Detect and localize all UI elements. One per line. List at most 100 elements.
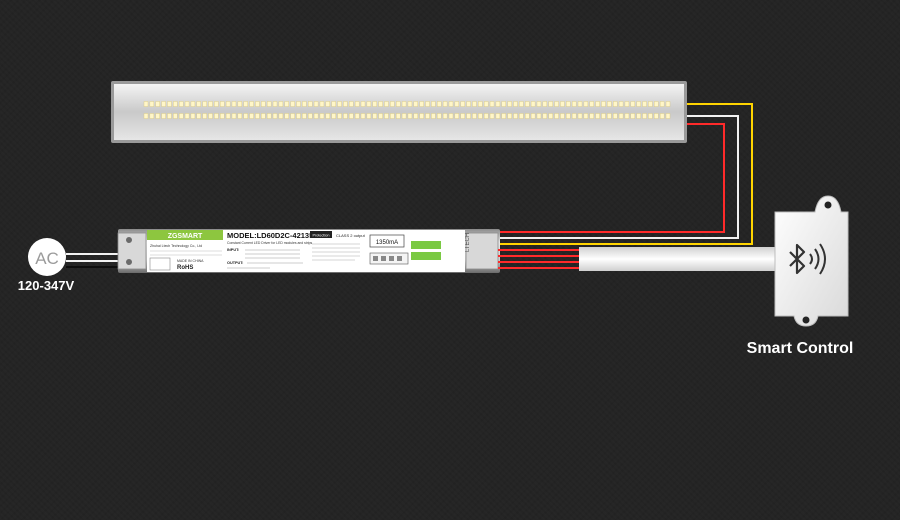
- led-chip: [155, 101, 160, 107]
- led-chip: [272, 101, 278, 107]
- led-chip: [202, 101, 207, 107]
- led-chip: [337, 113, 342, 119]
- led-chip: [173, 113, 178, 119]
- led-chip: [466, 101, 471, 107]
- led-chip: [225, 113, 231, 119]
- led-chip: [208, 101, 213, 107]
- led-chip: [261, 101, 266, 107]
- led-chip: [472, 101, 477, 107]
- led-chip: [601, 101, 606, 107]
- led-chip: [366, 113, 372, 119]
- led-chip: [401, 101, 407, 107]
- led-chip: [319, 113, 325, 119]
- dip-switches: [369, 252, 409, 265]
- led-chip: [460, 101, 465, 107]
- led-chip: [190, 101, 196, 107]
- led-chip: [349, 101, 354, 107]
- led-chip: [143, 101, 149, 107]
- led-chip: [290, 101, 295, 107]
- led-chip: [419, 101, 424, 107]
- led-chip: [366, 101, 372, 107]
- led-chip: [184, 113, 190, 119]
- led-chip: [243, 101, 248, 107]
- led-chip: [255, 101, 260, 107]
- led-chip: [425, 113, 430, 119]
- led-chip: [489, 113, 495, 119]
- led-chip: [266, 101, 272, 107]
- led-chip: [437, 101, 442, 107]
- led-chip: [542, 113, 548, 119]
- led-chip: [548, 113, 553, 119]
- bluetooth-icon: [789, 243, 826, 275]
- led-chip: [396, 101, 401, 107]
- led-chip: [595, 113, 600, 119]
- led-chip: [437, 113, 442, 119]
- led-chip: [466, 113, 471, 119]
- led-chip: [343, 113, 348, 119]
- wire-yellow: [498, 103, 753, 245]
- led-chip: [613, 101, 618, 107]
- led-chip: [331, 101, 336, 107]
- led-chip: [407, 101, 413, 107]
- led-chip: [419, 113, 424, 119]
- driver-origin: MADE IN CHINA: [177, 259, 204, 263]
- led-dots: [143, 101, 671, 119]
- led-chip: [525, 101, 530, 107]
- led-chip: [384, 113, 389, 119]
- led-chip: [372, 101, 377, 107]
- led-chip: [167, 101, 172, 107]
- led-chip: [560, 113, 565, 119]
- led-chip: [243, 113, 248, 119]
- led-chip: [308, 101, 313, 107]
- led-chip: [360, 101, 366, 107]
- led-chip: [636, 101, 641, 107]
- led-chip: [143, 113, 149, 119]
- led-chip: [384, 101, 389, 107]
- led-chip: [225, 101, 231, 107]
- led-chip: [196, 101, 201, 107]
- led-chip: [354, 113, 360, 119]
- led-chip: [595, 101, 600, 107]
- led-chip: [648, 113, 653, 119]
- led-chip: [613, 113, 618, 119]
- led-chip: [202, 113, 207, 119]
- current-value: 1350mA: [376, 240, 398, 246]
- smart-controller: [774, 195, 849, 327]
- led-chip: [261, 113, 266, 119]
- led-chip: [566, 101, 571, 107]
- led-chip: [501, 101, 506, 107]
- led-chip: [407, 113, 413, 119]
- driver-brand: ZGSMART: [168, 233, 203, 240]
- led-chip: [378, 101, 383, 107]
- led-chip: [284, 101, 289, 107]
- led-chip: [349, 113, 354, 119]
- led-chip: [372, 113, 377, 119]
- current-display: [369, 234, 405, 248]
- ac-symbol: AC: [35, 249, 59, 268]
- led-chip: [184, 101, 190, 107]
- led-chip: [536, 113, 542, 119]
- led-chip: [483, 101, 489, 107]
- led-chip: [190, 113, 196, 119]
- led-chip: [296, 113, 301, 119]
- led-chip: [161, 113, 166, 119]
- led-chip: [636, 113, 641, 119]
- led-chip: [654, 113, 659, 119]
- led-chip: [525, 113, 530, 119]
- led-chip: [290, 113, 295, 119]
- led-chip: [354, 101, 360, 107]
- protection-text: Protection: [312, 234, 329, 238]
- led-chip: [302, 113, 307, 119]
- led-chip: [214, 101, 219, 107]
- led-chip: [460, 113, 465, 119]
- led-chip: [536, 101, 542, 107]
- led-chip: [665, 113, 671, 119]
- led-chip: [390, 113, 395, 119]
- led-chip: [665, 101, 671, 107]
- led-chip: [266, 113, 272, 119]
- led-chip: [560, 101, 565, 107]
- led-chip: [413, 113, 418, 119]
- led-chip: [589, 113, 594, 119]
- led-chip: [337, 101, 342, 107]
- led-chip: [571, 113, 577, 119]
